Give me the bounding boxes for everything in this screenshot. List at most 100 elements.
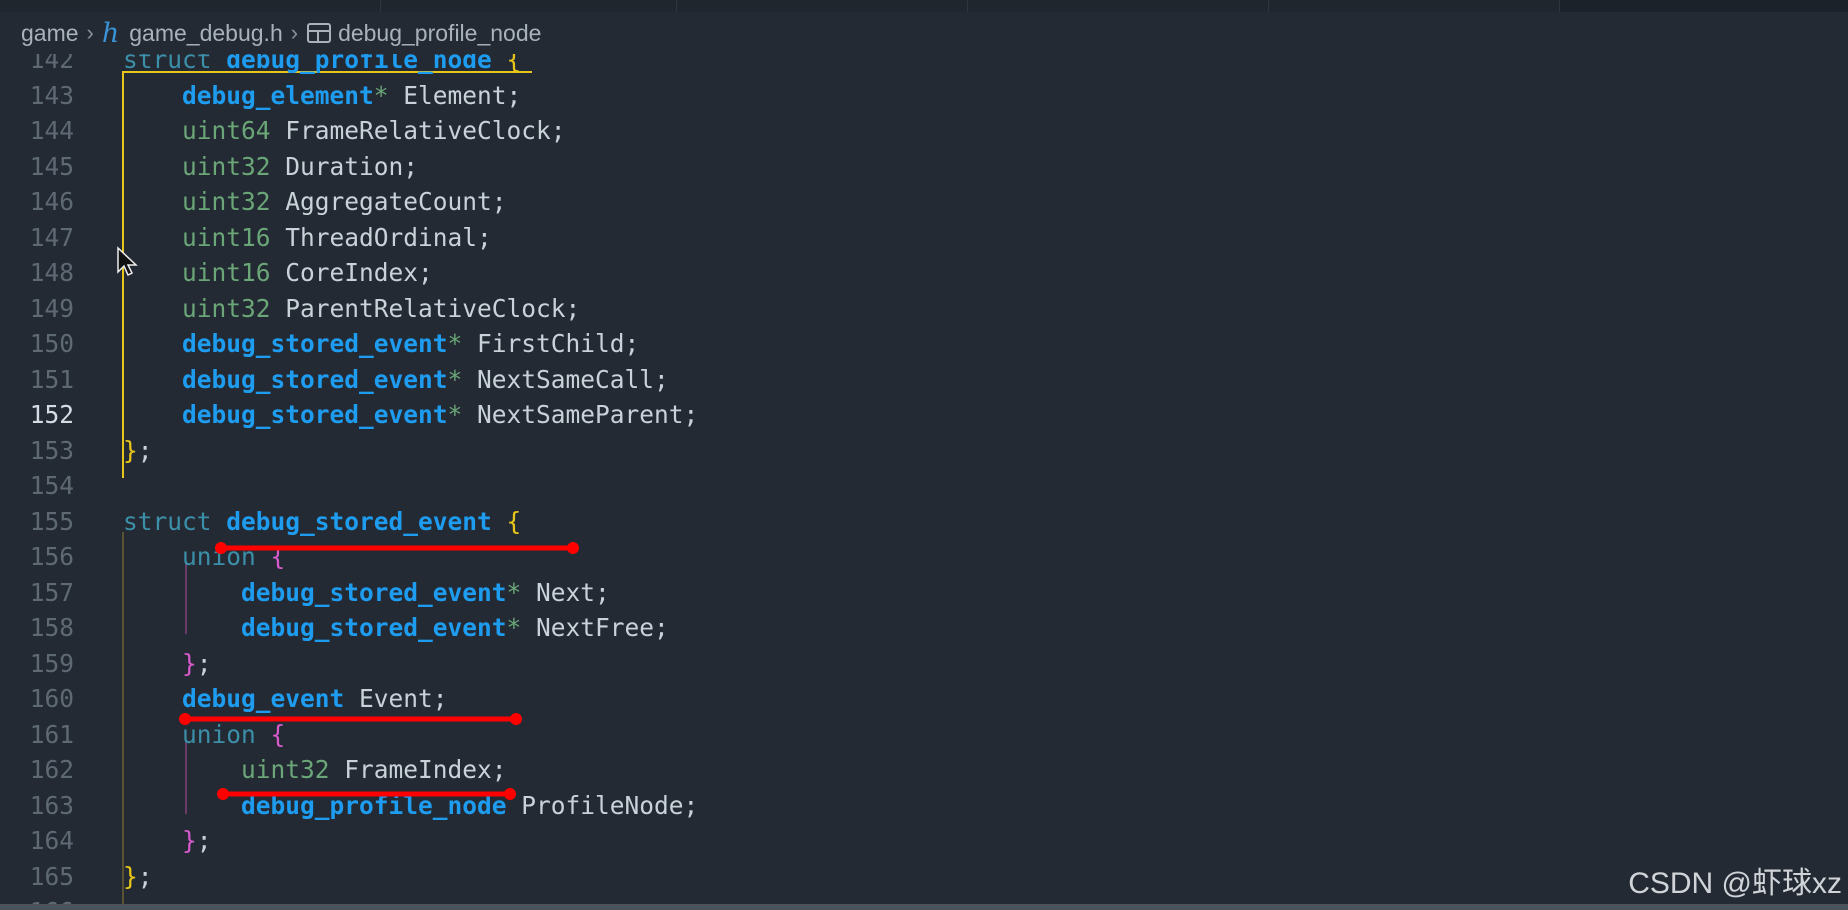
code-line[interactable]: 157 debug_stored_event* Next; (0, 575, 1848, 611)
breadcrumb-file[interactable]: game_debug.h (129, 19, 283, 46)
code-line[interactable]: 166 (0, 894, 1848, 904)
code-line[interactable]: 148 uint16 CoreIndex; (0, 255, 1848, 291)
line-code: uint64 FrameRelativeClock; (123, 113, 566, 149)
tab-3[interactable] (677, 0, 968, 12)
code-line[interactable]: 143 debug_element* Element; (0, 78, 1848, 114)
code-token (123, 613, 241, 642)
code-line[interactable]: 153}; (0, 433, 1848, 469)
annotation-strikethrough (217, 788, 516, 800)
code-token: ProfileNode; (506, 790, 699, 820)
code-token: uint16 (182, 222, 271, 252)
code-token: FirstChild; (462, 329, 640, 358)
code-line[interactable]: 152 debug_stored_event* NextSameParent; (0, 397, 1848, 433)
code-token (123, 81, 182, 110)
code-line[interactable]: 151 debug_stored_event* NextSameCall; (0, 362, 1848, 398)
code-token: struct (123, 506, 227, 536)
code-line[interactable]: 147 uint16 ThreadOrdinal; (0, 220, 1848, 256)
line-number: 163 (29, 790, 74, 820)
code-token: ParentRelativeClock; (270, 293, 581, 323)
code-token: debug_stored_event (182, 329, 448, 358)
code-token: debug_stored_event (182, 400, 448, 429)
code-line[interactable]: 162 uint32 FrameIndex; (0, 752, 1848, 788)
line-code: uint16 ThreadOrdinal; (123, 220, 492, 256)
line-number: 147 (29, 222, 74, 252)
code-token: Element; (388, 80, 522, 110)
code-token: * (447, 364, 463, 394)
code-token (123, 755, 241, 784)
code-line[interactable]: 154 (0, 468, 1848, 504)
chevron-right-icon: › (86, 20, 94, 45)
code-token: uint16 (182, 258, 271, 287)
breadcrumb-symbol[interactable]: debug_profile_node (338, 19, 542, 46)
code-line[interactable]: 159 }; (0, 646, 1848, 682)
code-token: } (123, 435, 138, 465)
tab-2[interactable] (381, 0, 677, 12)
code-token: ThreadOrdinal; (270, 222, 492, 252)
code-token (123, 152, 182, 181)
code-token: debug_profile_node (226, 54, 492, 74)
tab-1[interactable] (0, 0, 381, 12)
code-line[interactable]: 163 debug_profile_node ProfileNode; (0, 788, 1848, 824)
line-number: 145 (29, 151, 74, 181)
line-number: 156 (29, 542, 74, 571)
code-line[interactable]: 158 debug_stored_event* NextFree; (0, 610, 1848, 646)
code-token: } (123, 861, 138, 891)
line-number: 146 (29, 187, 74, 216)
line-code: struct debug_stored_event { (123, 504, 521, 540)
code-line[interactable]: 149 uint32 ParentRelativeClock; (0, 291, 1848, 327)
line-number: 161 (29, 719, 74, 749)
code-token (123, 116, 182, 145)
code-line[interactable]: 161 union { (0, 717, 1848, 753)
tab-4[interactable] (968, 0, 1269, 12)
breadcrumb: game › h game_debug.h › debug_profile_no… (0, 12, 1848, 54)
code-token: * (506, 613, 522, 642)
code-line[interactable]: 145 uint32 Duration; (0, 149, 1848, 185)
code-token: Event; (344, 684, 448, 713)
code-line[interactable]: 160 debug_event Event; (0, 681, 1848, 717)
breadcrumb-folder[interactable]: game (21, 19, 79, 46)
line-code: uint32 ParentRelativeClock; (123, 291, 580, 327)
code-token: uint32 (182, 151, 271, 181)
code-line[interactable]: 150 debug_stored_event* FirstChild; (0, 326, 1848, 362)
indent-guide-top (122, 71, 532, 73)
line-code: }; (123, 823, 212, 859)
code-line[interactable]: 146 uint32 AggregateCount; (0, 184, 1848, 220)
code-token: * (373, 80, 389, 110)
code-token: * (506, 577, 522, 607)
code-token (492, 507, 507, 536)
line-number: 144 (29, 116, 74, 145)
mouse-cursor-icon (117, 246, 138, 277)
scrollbar-horizontal[interactable] (0, 904, 1848, 910)
tab-5[interactable] (1269, 0, 1560, 12)
code-line[interactable]: 144 uint64 FrameRelativeClock; (0, 113, 1848, 149)
code-line[interactable]: 164 }; (0, 823, 1848, 859)
code-token: NextFree; (521, 613, 669, 642)
line-code: uint16 CoreIndex; (123, 255, 433, 291)
line-number: 142 (29, 54, 74, 74)
indent-guide (122, 532, 124, 904)
code-line[interactable]: 165}; (0, 859, 1848, 895)
code-token: debug_stored_event (182, 364, 448, 394)
code-token (123, 365, 182, 394)
line-number: 150 (29, 329, 74, 358)
line-code: debug_stored_event* FirstChild; (123, 326, 639, 362)
line-number: 154 (29, 471, 74, 500)
line-number: 148 (29, 258, 74, 287)
code-token (123, 826, 182, 855)
indent-guide (122, 72, 124, 478)
line-code: debug_profile_node ProfileNode; (123, 788, 698, 824)
code-token (123, 187, 182, 216)
line-code: debug_stored_event* NextFree; (123, 610, 669, 646)
code-token: ; (137, 861, 153, 891)
code-token (123, 720, 182, 749)
code-token: FrameIndex; (329, 755, 507, 784)
code-token: debug_event (182, 684, 345, 713)
code-token (123, 400, 182, 429)
code-token (123, 649, 182, 678)
code-token (123, 294, 182, 323)
line-code: uint32 Duration; (123, 149, 418, 185)
code-token: debug_stored_event (226, 506, 492, 536)
